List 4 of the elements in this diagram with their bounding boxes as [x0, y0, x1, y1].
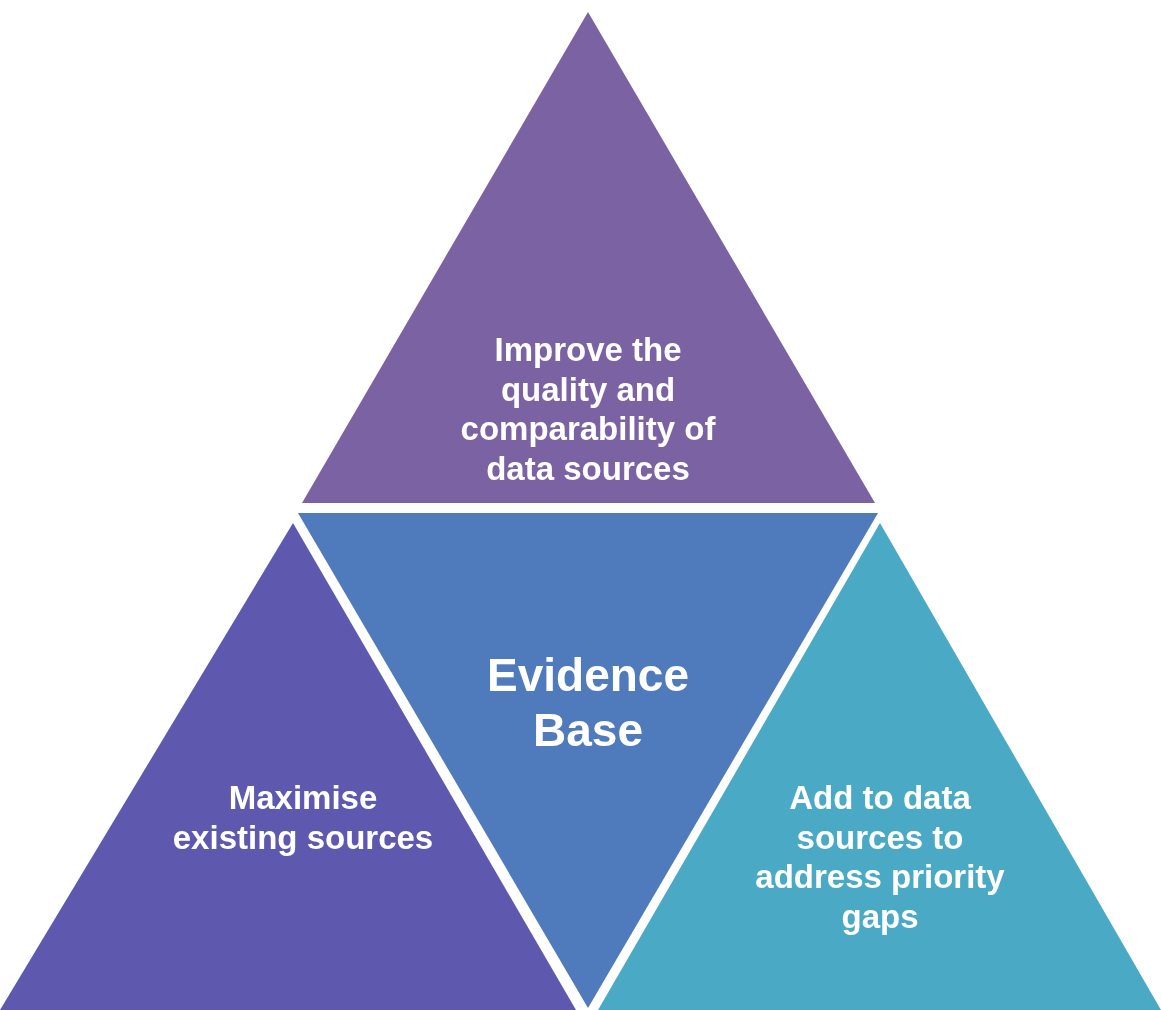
panel-label: Evidence Base	[486, 648, 690, 759]
panel-label: Improve the quality and comparability of data sources	[459, 330, 717, 489]
panel-label: Maximise existing sources	[171, 778, 435, 858]
panel-label: Add to data sources to address priority gaps	[754, 778, 1006, 937]
